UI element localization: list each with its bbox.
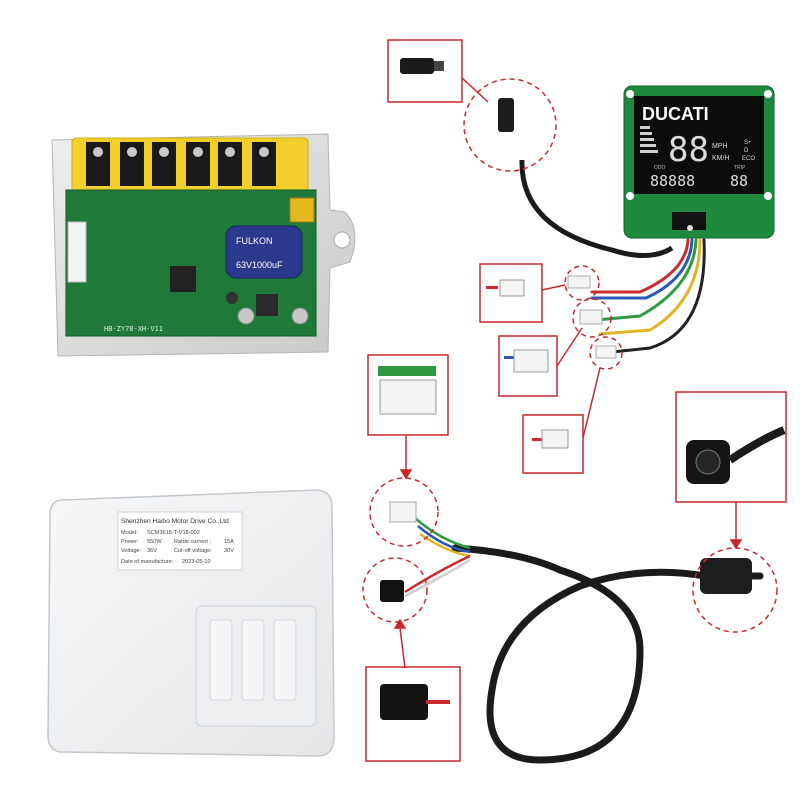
capacitor-brand: FULKON <box>236 236 273 246</box>
mcu-chip <box>170 266 196 292</box>
label-power-value: 550W <box>147 539 162 545</box>
trip-label: TRIP <box>734 165 746 171</box>
label-model-key: Model: <box>121 530 138 536</box>
power-plug <box>380 580 404 602</box>
callout-circle-harness-plug <box>692 547 778 633</box>
label-current-value: 15A <box>224 539 234 545</box>
label-power-key: Power: <box>121 539 139 545</box>
harness-female-plug <box>700 558 752 594</box>
mode-s-plus: S+ <box>744 140 752 146</box>
white-connector-2 <box>579 309 603 325</box>
cover-spec-label: Shenzhen Haibo Motor Drive Co.,Ltd Model… <box>117 511 243 571</box>
xt-connector <box>289 197 315 223</box>
mounting-hole <box>333 231 351 249</box>
callout-circle-connector-1 <box>564 265 600 301</box>
white-connector-1 <box>567 275 591 289</box>
mode-d: D <box>744 148 749 154</box>
display-main-cable <box>519 159 674 258</box>
label-model-value: SCM3615-T-V18-002 <box>147 530 200 536</box>
capacitor-rating: 63V1000uF <box>236 260 283 270</box>
callout-circle-connector-3 <box>589 336 623 370</box>
ducati-display: DUCATI 88 MPH KM/H S+ D ECO ODO TRIP 888… <box>623 85 775 239</box>
six-pin-connector <box>389 501 417 523</box>
label-current-key: Ratde current : <box>174 539 211 545</box>
speed-digits: 88 <box>668 130 709 170</box>
odo-label: ODO <box>654 165 666 171</box>
pcb-connector-left <box>67 221 87 283</box>
board-code: HB-ZY78-XH-V11 <box>104 325 163 333</box>
label-cutoff-key: Cut-off voltage: <box>174 548 212 554</box>
small-capacitor <box>237 307 255 325</box>
callouts <box>362 78 778 633</box>
display-connector-block <box>672 212 706 230</box>
callout-circle-power-plug <box>362 557 428 623</box>
callout-circle-6pin <box>369 477 439 547</box>
label-cutoff-value: 30V <box>224 548 234 554</box>
callout-circle-connector-2 <box>572 298 612 338</box>
odo-digits: 88888 <box>650 172 695 190</box>
harness-wires <box>404 517 471 598</box>
unit-kmh: KM/H <box>712 155 730 162</box>
detail-contents <box>378 58 786 720</box>
small-capacitor <box>226 292 238 304</box>
mode-eco: ECO <box>742 156 755 162</box>
callout-circle-display-plug <box>463 78 557 172</box>
label-date-key: Date of manufacture: <box>121 559 174 565</box>
inductor <box>256 294 278 316</box>
callout-arrows <box>393 77 743 669</box>
display-wires <box>590 238 706 354</box>
battery-level-bars <box>640 126 658 153</box>
label-company: Shenzhen Haibo Motor Drive Co.,Ltd <box>121 518 229 525</box>
label-voltage-key: Voltage: <box>121 548 142 554</box>
controller-cover: Shenzhen Haibo Motor Drive Co.,Ltd Model… <box>47 489 335 757</box>
white-connector-3 <box>595 345 617 359</box>
display-brand: DUCATI <box>642 104 709 124</box>
trip-digits: 88 <box>730 172 748 190</box>
label-voltage-value: 36V <box>147 548 157 554</box>
controller-board: FULKON 63V1000uF HB-ZY78-XH-V11 <box>51 133 356 357</box>
label-date-value: 2023-05-10 <box>182 559 211 565</box>
display-plug-in-callout <box>498 98 514 132</box>
small-capacitor <box>291 307 309 325</box>
unit-mph: MPH <box>712 143 728 150</box>
mosfet-row <box>86 142 276 186</box>
capacitor: FULKON 63V1000uF <box>225 225 303 279</box>
